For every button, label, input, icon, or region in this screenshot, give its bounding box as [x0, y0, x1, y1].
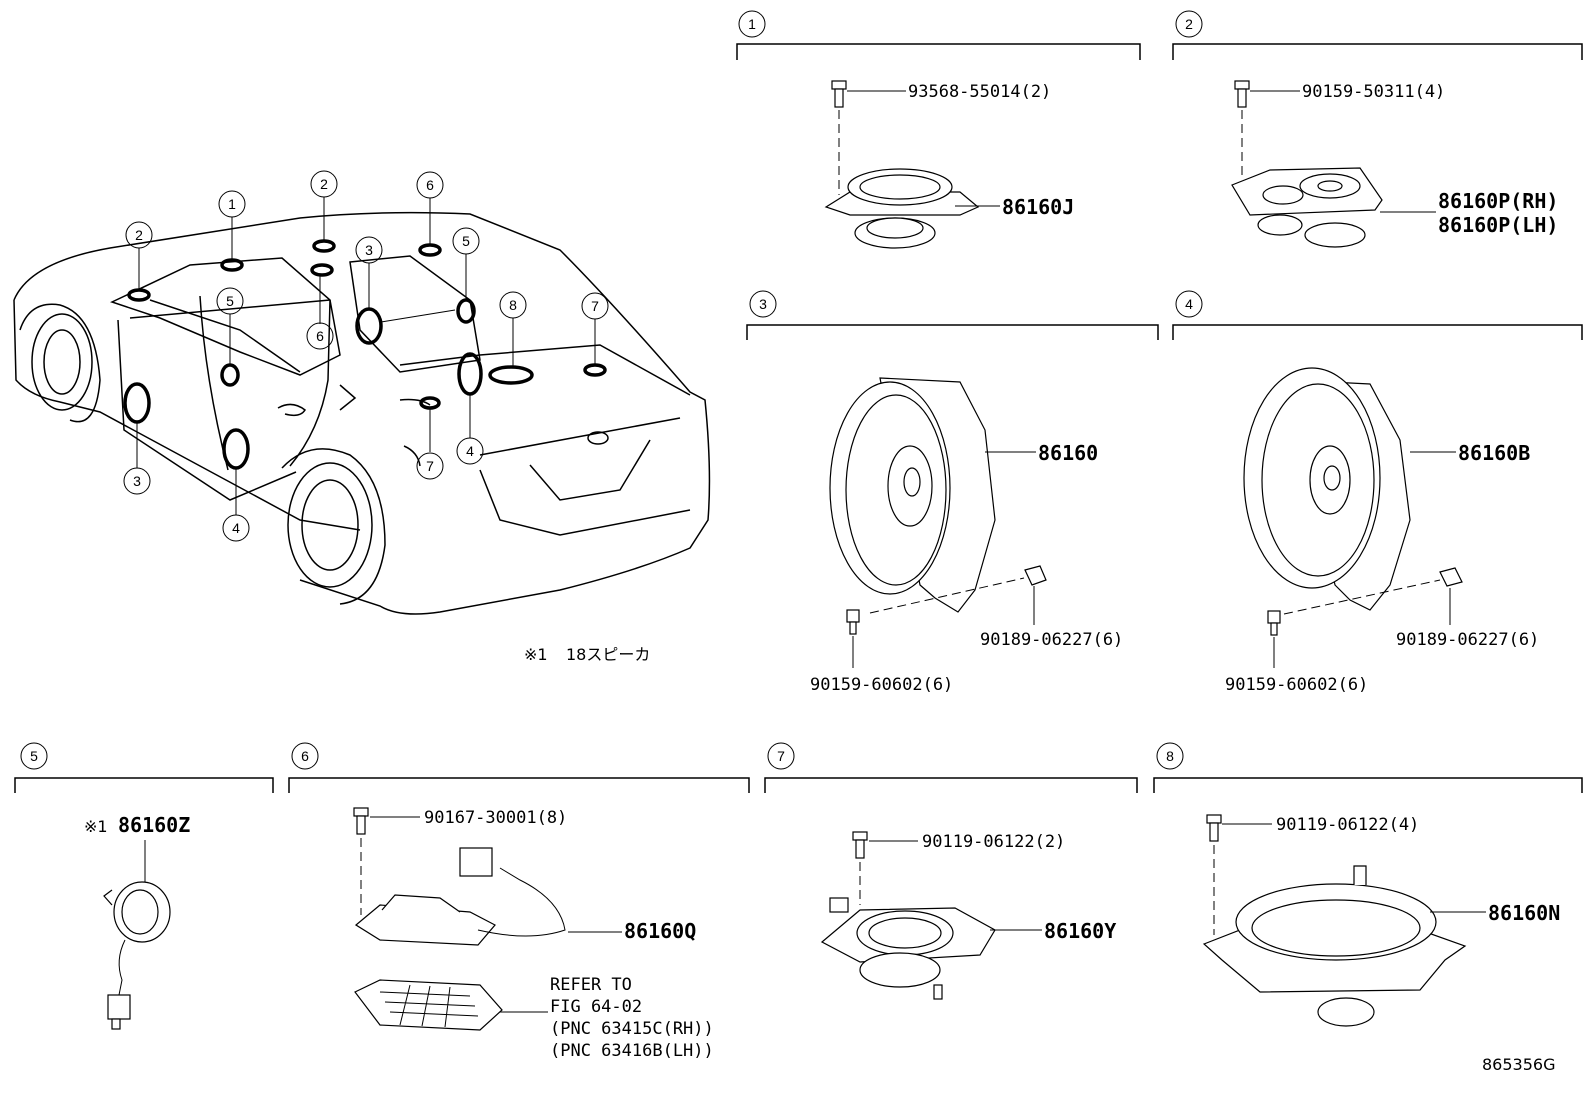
bolt-icon: [353, 807, 369, 835]
bolt-icon: [831, 80, 847, 108]
clip-part-number: 90189-06227(6): [980, 630, 1123, 650]
callout-5-a: 5: [452, 227, 480, 255]
bolt-icon: [1234, 80, 1250, 108]
panel-number: 7: [777, 748, 785, 764]
callout-3-b: 3: [123, 467, 151, 495]
callout-label: 3: [133, 473, 141, 489]
panel-6: 6 90167-30001(8) 86160Q REFER TO FIG 64-…: [288, 742, 750, 1061]
refer-line-1: REFER TO: [550, 975, 632, 995]
callout-label: 5: [226, 293, 234, 309]
panel-2: 2 90159-50311(4) 86160P(RH) 86160P(LH): [1172, 10, 1583, 248]
part-number: 86160Y: [1044, 919, 1116, 943]
tweeter-speaker: [820, 897, 996, 1000]
callout-label: 2: [320, 176, 328, 192]
bolt-icon: [1206, 814, 1222, 842]
callout-6-a: 6: [416, 171, 444, 199]
panel-1: 1 93568-55014(2) 86160J: [736, 10, 1141, 249]
callout-8: 8: [499, 291, 527, 319]
bolt-part-number: 90119-06122(4): [1276, 815, 1419, 835]
screw-icon: [1267, 610, 1281, 636]
part-number: 86160N: [1488, 901, 1560, 925]
callout-label: 2: [135, 227, 143, 243]
callout-leaders: [136, 197, 596, 515]
part-number-rh: 86160P(RH): [1438, 189, 1558, 213]
panel-number: 2: [1185, 16, 1193, 32]
panel-8: 8 90119-06122(4) 86160N: [1153, 742, 1583, 1027]
callout-label: 4: [466, 443, 474, 459]
panel-number: 1: [748, 16, 756, 32]
callout-1: 1: [218, 190, 246, 218]
callout-label: 5: [462, 233, 470, 249]
amplifier-module: [354, 847, 566, 946]
callout-label: 7: [591, 298, 599, 314]
bolt-icon: [852, 831, 868, 859]
bolt-part-number: 90119-06122(2): [922, 832, 1065, 852]
panel-number: 4: [1185, 296, 1193, 312]
callout-7-b: 7: [416, 452, 444, 480]
part-number: 86160J: [1002, 195, 1074, 219]
callout-2-a: 2: [125, 221, 153, 249]
bolt-part-number: 90167-30001(8): [424, 808, 567, 828]
screw-icon: [846, 609, 860, 635]
speaker-grille: [354, 979, 503, 1031]
tweeter-speaker: [824, 168, 980, 249]
door-speaker: [1243, 367, 1411, 611]
door-speaker: [829, 377, 996, 613]
callout-3-a: 3: [355, 236, 383, 264]
callout-label: 4: [232, 520, 240, 536]
part-number: 86160Z: [118, 813, 190, 837]
callout-circles: 2 1 2 6 3 5 8 7 5 6 3 4 7 4: [123, 170, 609, 542]
panel-3: 3 86160 90159-60602(6) 90189-06227(6): [746, 290, 1159, 695]
panel-5: 5 ※1 86160Z: [14, 742, 274, 1030]
refer-line-4: (PNC 63416B(LH)): [550, 1041, 714, 1061]
clip-part-number: 90189-06227(6): [1396, 630, 1539, 650]
callout-4-a: 4: [222, 514, 250, 542]
speaker-rings: [123, 239, 607, 470]
screw-part-number: 90159-60602(6): [1225, 675, 1368, 695]
oval-speaker: [1202, 865, 1467, 1027]
callout-label: 8: [509, 297, 517, 313]
callout-label: 7: [426, 458, 434, 474]
panel-number: 6: [301, 748, 309, 764]
speaker-note: ※1 18スピーカ: [524, 645, 650, 664]
part-number-lh: 86160P(LH): [1438, 213, 1558, 237]
callout-7-a: 7: [581, 292, 609, 320]
panel-number: 8: [1166, 748, 1174, 764]
bolt-part-number: 90159-50311(4): [1302, 82, 1445, 102]
callout-label: 6: [316, 328, 324, 344]
callout-6-b: 6: [306, 322, 334, 350]
part-number: 86160B: [1458, 441, 1530, 465]
part-number: 86160: [1038, 441, 1098, 465]
refer-line-3: (PNC 63415C(RH)): [550, 1019, 714, 1039]
callout-2-b: 2: [310, 170, 338, 198]
figure-code: 865356G: [1482, 1055, 1555, 1074]
car-outline: [13, 211, 711, 615]
panel-number: 3: [759, 296, 767, 312]
callout-5-b: 5: [216, 287, 244, 315]
small-speaker: [103, 881, 171, 1030]
car-overview: 2 1 2 6 3 5 8 7 5 6 3 4 7 4 ※1 18スピーカ: [13, 170, 711, 664]
panel-number: 5: [30, 748, 38, 764]
screw-part-number: 90159-60602(6): [810, 675, 953, 695]
panel-4: 4 86160B 90159-60602(6) 90189-06227(6): [1172, 290, 1583, 695]
callout-4-b: 4: [456, 437, 484, 465]
note-marker: ※1: [524, 645, 548, 664]
panel-7: 7 90119-06122(2) 86160Y: [764, 742, 1138, 1000]
dual-speaker: [1231, 167, 1383, 248]
bolt-part-number: 93568-55014(2): [908, 82, 1051, 102]
callout-label: 1: [228, 196, 236, 212]
part-number: 86160Q: [624, 919, 696, 943]
note-marker: ※1: [84, 817, 108, 836]
callout-label: 6: [426, 177, 434, 193]
clip-icon: [1024, 565, 1047, 586]
refer-line-2: FIG 64-02: [550, 997, 642, 1017]
note-text: 18スピーカ: [566, 645, 650, 664]
callout-label: 3: [365, 242, 373, 258]
clip-icon: [1439, 567, 1463, 587]
